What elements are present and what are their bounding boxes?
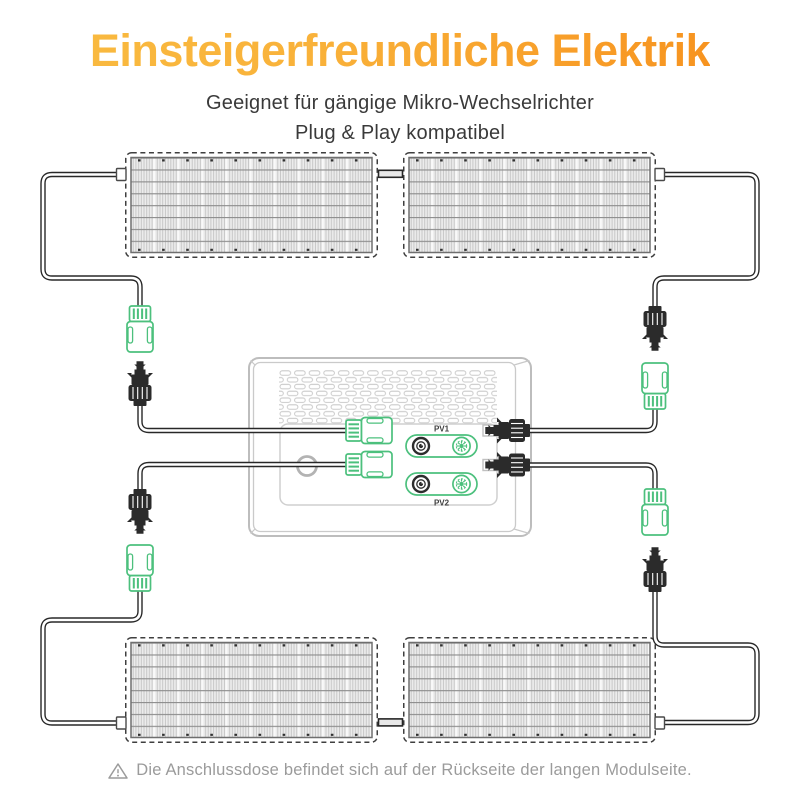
page-title: Einsteigerfreundliche Elektrik (89, 25, 711, 76)
solar-panel-bottom-right (402, 636, 657, 744)
mc4-connector-green-bottom-right (641, 488, 669, 536)
pv2-positive-port-icon (452, 474, 471, 494)
subtitle-line-2: Plug & Play kompatibel (294, 121, 506, 144)
micro-inverter: PV1 (248, 357, 532, 537)
mc4-connector-black-top-right (641, 305, 669, 352)
pv1-negative-port-icon (411, 436, 431, 456)
solar-panel-top-left (124, 151, 379, 259)
mc4-connector-black-bottom-right (641, 546, 669, 593)
mc4-connector-black-top-left (126, 360, 154, 407)
solar-panel-top-right (402, 151, 657, 259)
footer-text: Die Anschlussdose befindet sich auf der … (136, 761, 692, 779)
pv1-positive-port-icon (452, 436, 471, 456)
mc4-connector-black-bottom-left (126, 488, 154, 535)
mc4-connector-green-top-right (641, 362, 669, 410)
warning-triangle-icon (108, 762, 128, 779)
pv2-label: PV2 (434, 499, 450, 508)
mc4-connector-green-inverter-pv1 (345, 416, 393, 445)
pv1-label: PV1 (434, 425, 450, 434)
solar-panel-bottom-left (124, 636, 379, 744)
pv2-negative-port-icon (411, 474, 431, 494)
subtitle-line-1: Geeignet für gängige Mikro-Wechselrichte… (205, 91, 594, 114)
inverter-vents (279, 370, 497, 424)
mc4-connector-green-bottom-left (126, 544, 154, 592)
panel-interconnect-cable-top (377, 169, 404, 179)
footer-note: Die Anschlussdose befindet sich auf der … (0, 761, 800, 780)
mc4-connector-green-top-left (126, 305, 154, 353)
header: Einsteigerfreundliche Elektrik Geeignet … (0, 26, 800, 152)
pv2-port-group: PV2 (405, 472, 478, 508)
panel-interconnect-cable-bottom (377, 718, 404, 727)
mc4-connector-green-inverter-pv2 (345, 450, 393, 479)
pv1-port-group: PV1 (405, 425, 478, 458)
panel-junction-tabs (115, 167, 666, 730)
